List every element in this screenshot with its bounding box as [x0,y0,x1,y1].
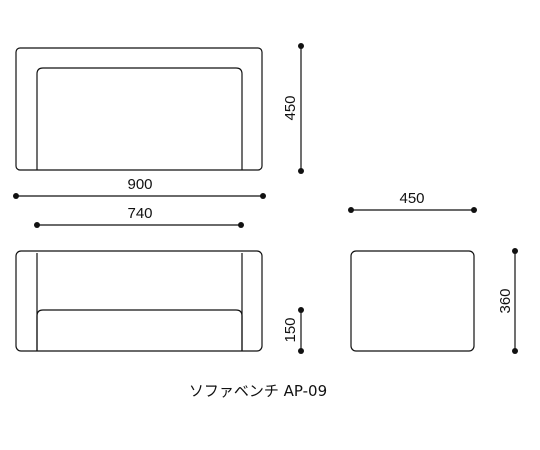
front-view-outer-frame [15,250,263,352]
front-view-seat-cushion [36,309,243,351]
dim-label-overall-width: 900 [127,176,152,193]
dim-label-seat-height: 150 [282,317,299,342]
top-view-backrest-inner [36,67,243,170]
dim-dot [260,193,266,199]
top-view-outer-frame [15,47,263,171]
dim-dot [13,193,19,199]
dim-dot [471,207,477,213]
top-view [15,47,263,171]
dim-dot [512,348,518,354]
dim-dot [298,168,304,174]
dim-dot [298,348,304,354]
dim-dot [348,207,354,213]
dim-dot [298,307,304,313]
dim-label-side-depth: 450 [399,190,424,207]
dim-dot [34,222,40,228]
dim-dot [238,222,244,228]
front-view [15,250,263,352]
product-caption: ソファベンチ AP-09 [189,382,327,400]
dim-label-top-depth: 450 [282,95,299,120]
dim-label-seat-width: 740 [127,205,152,222]
dim-dot [512,248,518,254]
dim-label-side-height: 360 [497,288,514,313]
dim-dot [298,43,304,49]
side-view-frame [350,250,475,352]
